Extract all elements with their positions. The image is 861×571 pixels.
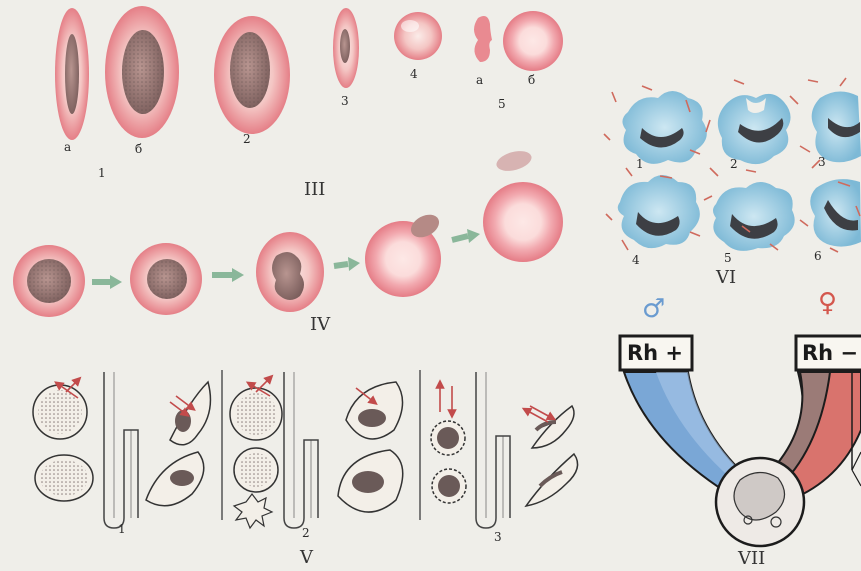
label-III-3: 3 (341, 95, 349, 107)
free-nucleus (494, 148, 533, 175)
rbc-5b (503, 11, 563, 71)
label-III-1b: б (135, 143, 142, 155)
macrophage-4 (618, 175, 700, 248)
label-V-2: 2 (302, 527, 310, 539)
label-VI-6: 6 (814, 250, 822, 262)
label-VI-4: 4 (632, 254, 640, 266)
numeral-VII: VII (738, 550, 765, 568)
u-tube-2 (284, 372, 318, 528)
label-V-1: 1 (118, 523, 126, 535)
panel-VII (620, 336, 861, 546)
label-III-5: 5 (498, 98, 506, 110)
rbc-3-nucleus (340, 29, 350, 63)
macrophage-2 (718, 94, 791, 164)
cell-V2-burst (234, 494, 272, 528)
arrow-4 (452, 236, 468, 240)
rbc-1a-nucleus (65, 34, 79, 114)
male-symbol-icon: ♂ (642, 296, 665, 322)
mature-erythrocyte (483, 182, 563, 262)
cell-V1-shrunk-a (170, 382, 210, 445)
cell-V3-crenated-b (526, 454, 578, 506)
arrow-3 (334, 264, 348, 266)
label-III-5a: а (476, 74, 483, 86)
panel-IV-cells (13, 148, 563, 317)
label-III-2: 2 (243, 133, 251, 145)
rbc-4 (394, 12, 442, 60)
panel-V (33, 370, 578, 528)
numeral-III: III (304, 181, 325, 199)
numeral-VI: VI (716, 269, 736, 287)
macrophage-3 (812, 91, 861, 162)
label-III-5b: б (528, 74, 535, 86)
rh-positive-label: Rh + (627, 343, 683, 364)
label-III-4: 4 (410, 68, 418, 80)
numeral-IV: IV (310, 316, 330, 334)
female-symbol-icon: ♀ (818, 290, 837, 316)
label-VI-5: 5 (724, 252, 732, 264)
rbc-5a (474, 16, 492, 62)
rh-negative-label: Rh − (802, 343, 858, 364)
label-VI-2: 2 (730, 158, 738, 170)
label-III-1: 1 (98, 167, 106, 179)
label-VI-3: 3 (818, 156, 826, 168)
label-VI-1: 1 (636, 158, 644, 170)
numeral-V: V (300, 549, 313, 567)
macrophage-6 (810, 179, 861, 246)
label-V-3: 3 (494, 531, 502, 543)
u-tube-1 (104, 372, 138, 528)
label-III-1a: а (64, 141, 71, 153)
macrophage-1 (622, 91, 706, 164)
macrophage-5 (713, 182, 795, 251)
u-tube-3 (476, 372, 510, 528)
panel-III-cells (55, 6, 563, 140)
